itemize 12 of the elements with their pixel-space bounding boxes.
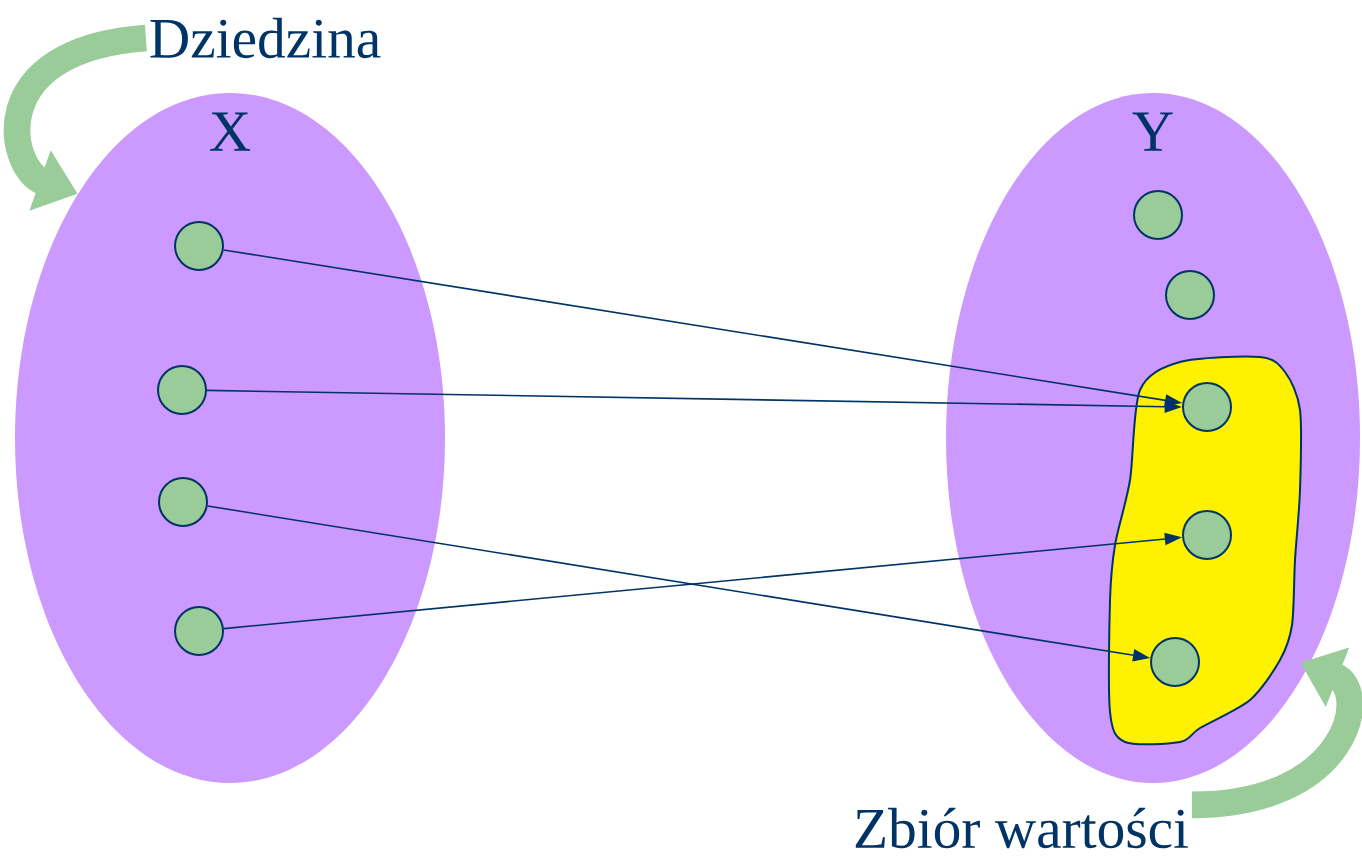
dot-circle: [174, 606, 224, 656]
dot-circle: [1150, 637, 1200, 687]
dot-circle: [1182, 382, 1232, 432]
dot-circle: [1165, 270, 1215, 320]
range-blob: [1107, 355, 1303, 746]
dot-circle: [158, 477, 208, 527]
dot-circle: [157, 365, 207, 415]
dot-circle: [1182, 510, 1232, 560]
label-text: Zbiór wartości: [855, 807, 1188, 849]
dot-circle: [1133, 190, 1183, 240]
dot-circle: [174, 221, 224, 271]
label-text: Dziedzina: [150, 17, 381, 59]
